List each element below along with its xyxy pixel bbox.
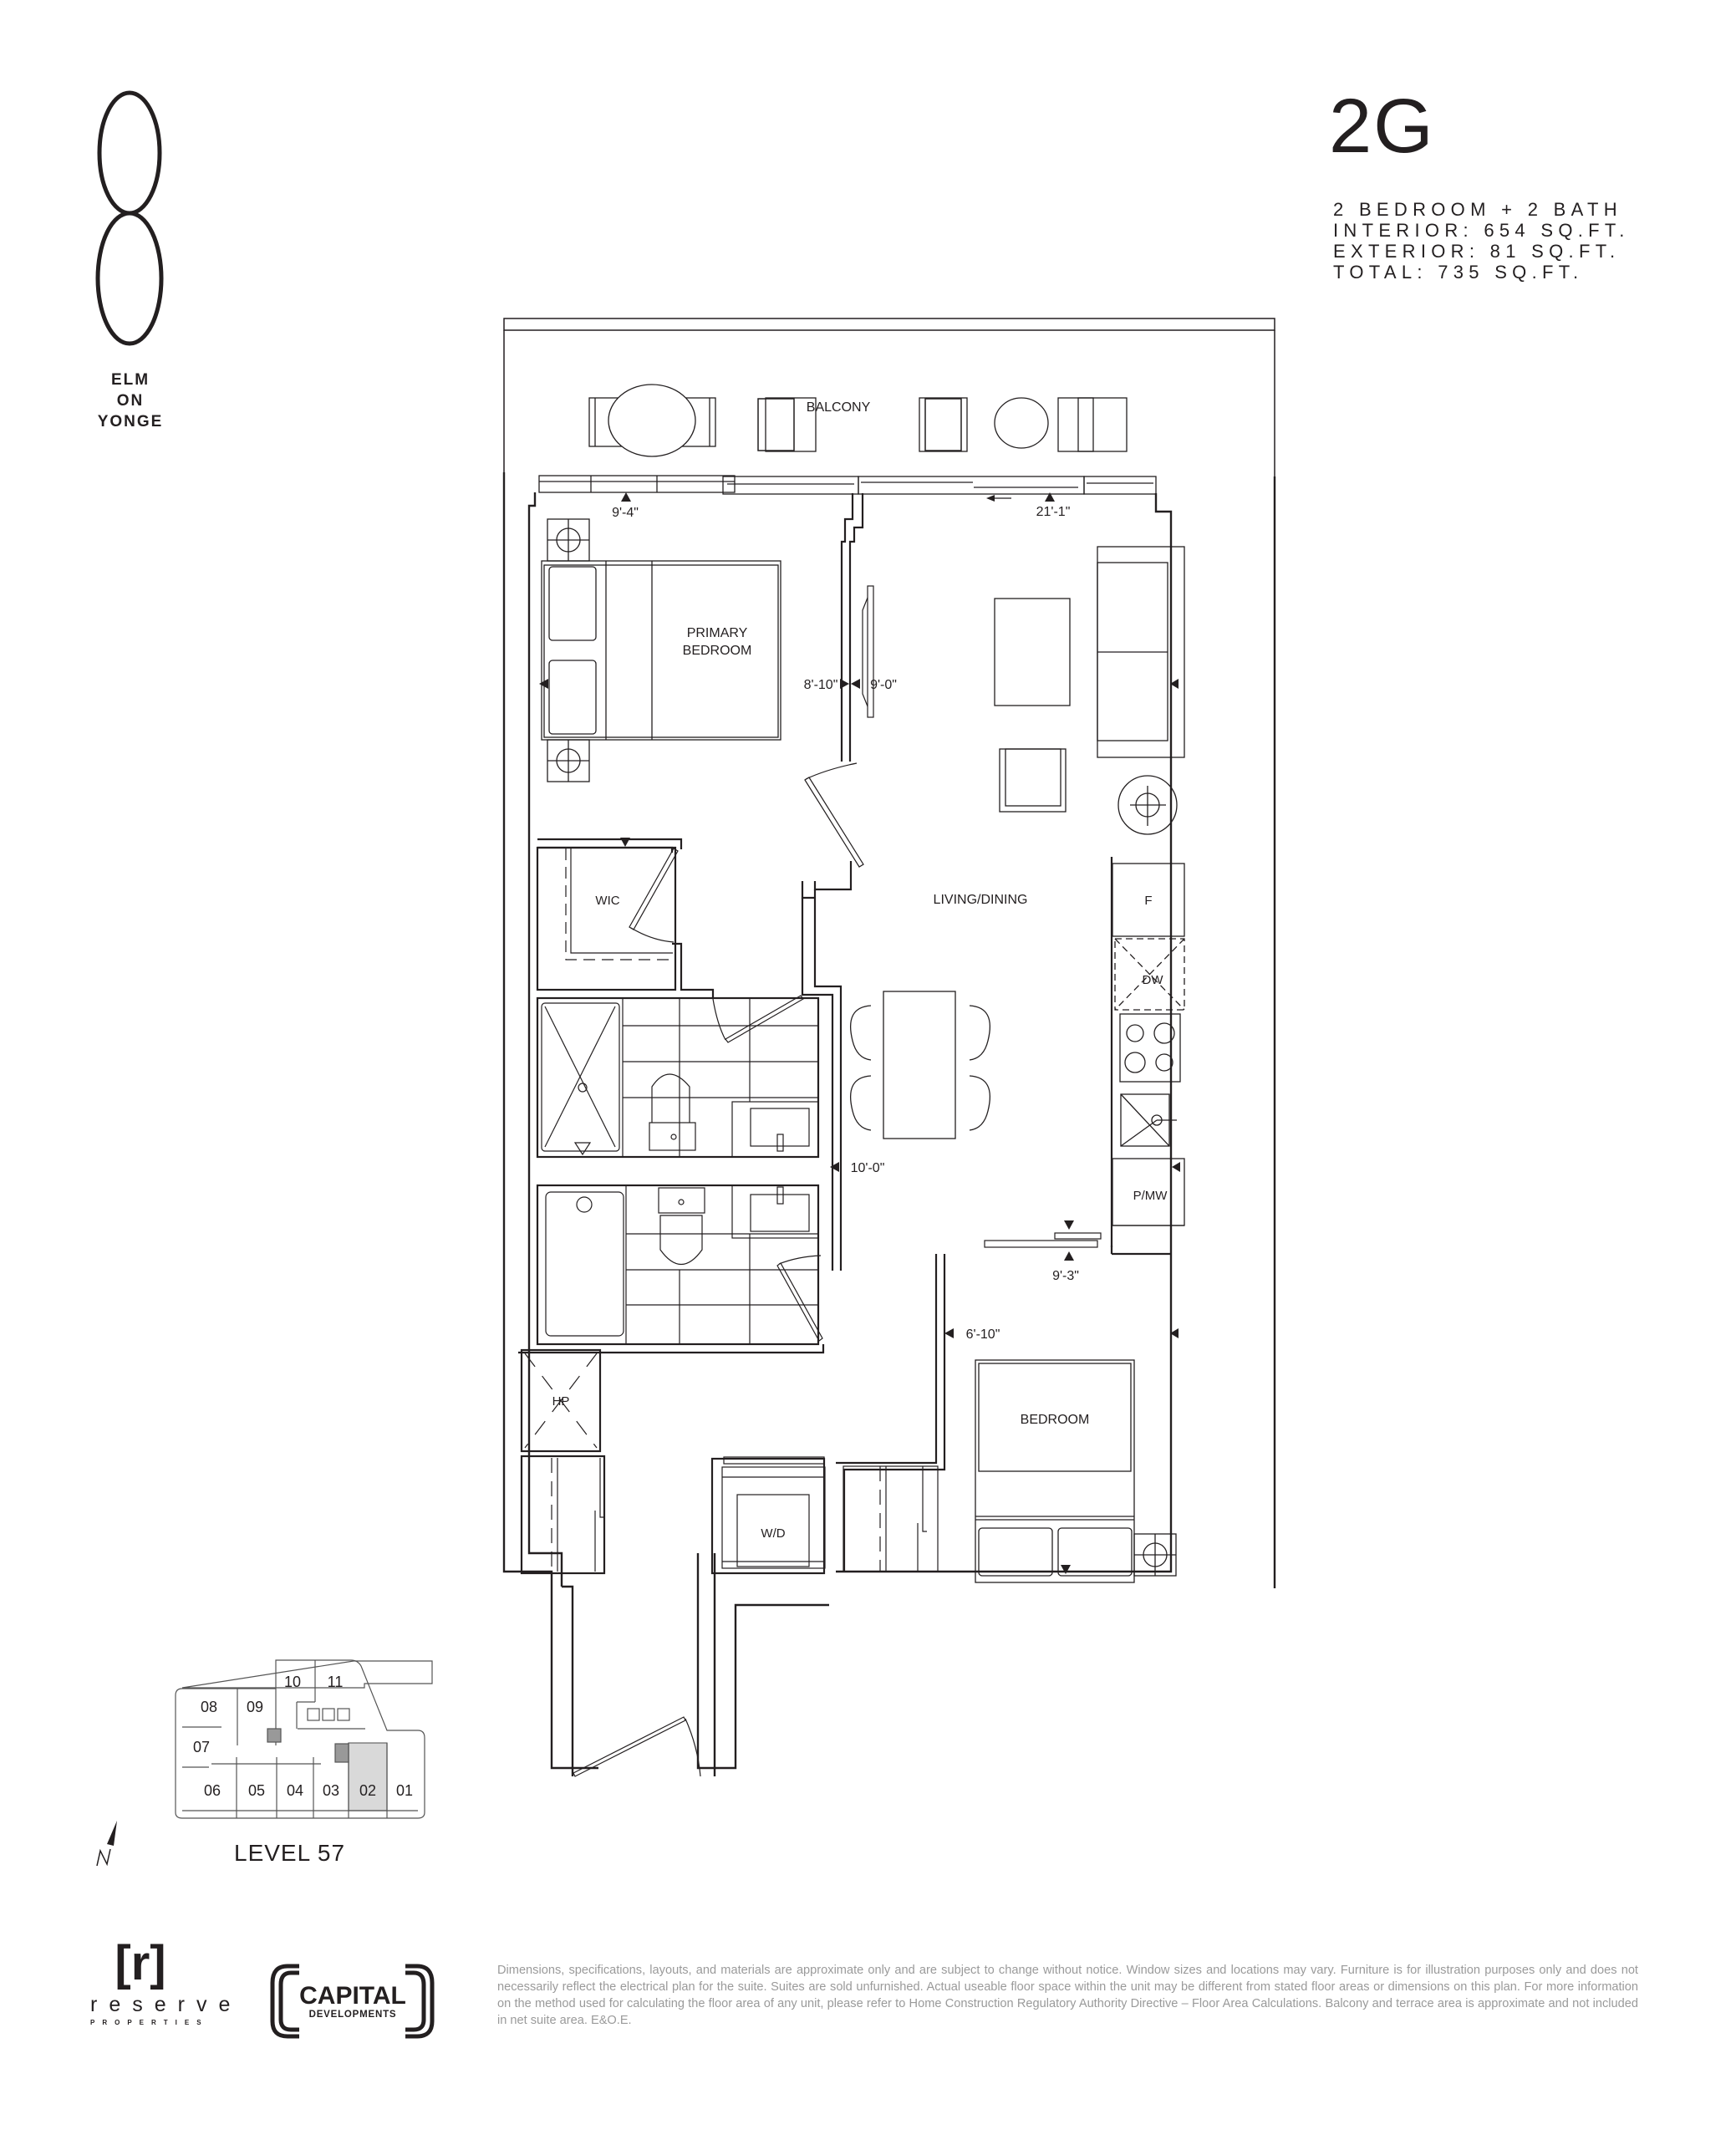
doors bbox=[573, 762, 1102, 1777]
storage-closet-shelving bbox=[551, 1458, 604, 1572]
svg-text:11: 11 bbox=[328, 1674, 344, 1690]
interior-walls bbox=[518, 493, 1171, 1575]
room-label-bedroom: BEDROOM bbox=[1021, 1413, 1090, 1427]
room-label-wic: WIC bbox=[595, 894, 619, 908]
unit-spec-layout: 2 BEDROOM + 2 BATH bbox=[1333, 199, 1622, 220]
wic-shelving bbox=[565, 848, 673, 960]
capital-wordmark: CAPITAL bbox=[299, 1982, 406, 2010]
kitchen bbox=[1112, 863, 1185, 1226]
tv-unit bbox=[862, 585, 874, 718]
dim-bedroom-width: 9'-3" bbox=[1052, 1269, 1079, 1283]
svg-text:01: 01 bbox=[396, 1782, 413, 1799]
living-furniture bbox=[994, 546, 1185, 835]
room-label-living-dining: LIVING/DINING bbox=[934, 893, 1028, 907]
dining-set bbox=[849, 991, 991, 1139]
room-label-balcony: BALCONY bbox=[807, 400, 871, 415]
room-label-hp: HP bbox=[552, 1394, 570, 1409]
dimension-arrows bbox=[539, 492, 1180, 1574]
appliance-label-fridge: F bbox=[1144, 894, 1152, 908]
exterior-walls bbox=[502, 472, 1276, 1776]
appliance-label-dishwasher: DW bbox=[1143, 973, 1164, 987]
capital-brackets bbox=[270, 1964, 435, 2039]
svg-text:07: 07 bbox=[193, 1739, 210, 1755]
reserve-subtitle: PROPERTIES bbox=[90, 2019, 209, 2026]
key-plan-unit-labels: 08 09 10 11 07 06 05 04 03 02 01 bbox=[193, 1674, 413, 1799]
window-wall bbox=[538, 475, 1157, 495]
balcony-lounge-set-right bbox=[757, 397, 1128, 452]
svg-text:02: 02 bbox=[359, 1782, 376, 1799]
bedroom-closet bbox=[843, 1465, 939, 1572]
appliance-label-pantry-microwave: P/MW bbox=[1133, 1189, 1168, 1203]
key-plan bbox=[175, 1659, 433, 1819]
room-label-primary-bedroom-1: PRIMARY bbox=[687, 626, 748, 640]
brand-name: ELM ON YONGE bbox=[84, 369, 177, 432]
reserve-wordmark: reserve bbox=[90, 1993, 242, 2016]
main-bath-fixtures bbox=[545, 1185, 819, 1344]
legal-disclaimer: Dimensions, specifications, layouts, and… bbox=[497, 1964, 1638, 2027]
capital-subtitle: DEVELOPMENTS bbox=[308, 2010, 397, 2020]
svg-text:03: 03 bbox=[323, 1782, 339, 1799]
north-arrow-icon bbox=[96, 1821, 117, 1867]
dim-primary-depth: 8'-10" bbox=[804, 678, 838, 692]
reserve-bracket-mark: [r] bbox=[115, 1936, 166, 1990]
svg-text:04: 04 bbox=[287, 1782, 303, 1799]
brand-name-line-1: ELM bbox=[110, 371, 150, 389]
svg-text:08: 08 bbox=[201, 1699, 217, 1715]
dim-dining-depth: 10'-0" bbox=[851, 1161, 885, 1175]
dimension-labels: 9'-4" 21'-1" 8'-10" 9'-0" 10'-0" 9'-3" 6… bbox=[612, 505, 1079, 1342]
brand-name-line-2: ON bbox=[116, 392, 145, 410]
washer-dryer bbox=[721, 1466, 826, 1569]
sliding-door-arrow bbox=[986, 495, 1011, 502]
hp-closet bbox=[524, 1353, 598, 1449]
svg-text:09: 09 bbox=[247, 1699, 263, 1715]
reserve-properties-logo: [r] reserve PROPERTIES bbox=[90, 1936, 242, 2027]
dim-living-depth: 9'-0" bbox=[870, 678, 897, 692]
room-label-wd: W/D bbox=[761, 1526, 785, 1541]
dim-living-width: 21'-1" bbox=[1036, 505, 1071, 519]
svg-text:10: 10 bbox=[284, 1674, 301, 1690]
svg-text:06: 06 bbox=[204, 1782, 221, 1799]
capital-developments-logo: CAPITAL DEVELOPMENTS bbox=[294, 1984, 411, 2020]
balcony-table-set-left bbox=[588, 384, 716, 457]
brand-name-line-3: YONGE bbox=[97, 413, 164, 431]
room-label-primary-bedroom-2: BEDROOM bbox=[683, 644, 752, 658]
ensuite-fixtures bbox=[541, 999, 819, 1158]
elm-on-yonge-logo bbox=[95, 90, 164, 346]
secondary-bed bbox=[975, 1359, 1177, 1583]
unit-specs: 2 BEDROOM + 2 BATH INTERIOR: 654 SQ.FT. … bbox=[1333, 199, 1630, 283]
key-plan-level-label: LEVEL 57 bbox=[234, 1840, 346, 1866]
primary-bed bbox=[541, 518, 781, 782]
svg-text:05: 05 bbox=[248, 1782, 265, 1799]
balcony: BALCONY bbox=[503, 318, 1275, 476]
dim-bedroom-depth: 6'-10" bbox=[966, 1327, 1000, 1342]
dim-primary-width: 9'-4" bbox=[612, 506, 639, 520]
unit-name: 2G bbox=[1329, 84, 1435, 169]
unit-spec-total: TOTAL: 735 SQ.FT. bbox=[1333, 262, 1584, 283]
unit-spec-exterior: EXTERIOR: 81 SQ.FT. bbox=[1333, 241, 1621, 262]
unit-spec-interior: INTERIOR: 654 SQ.FT. bbox=[1333, 220, 1630, 241]
